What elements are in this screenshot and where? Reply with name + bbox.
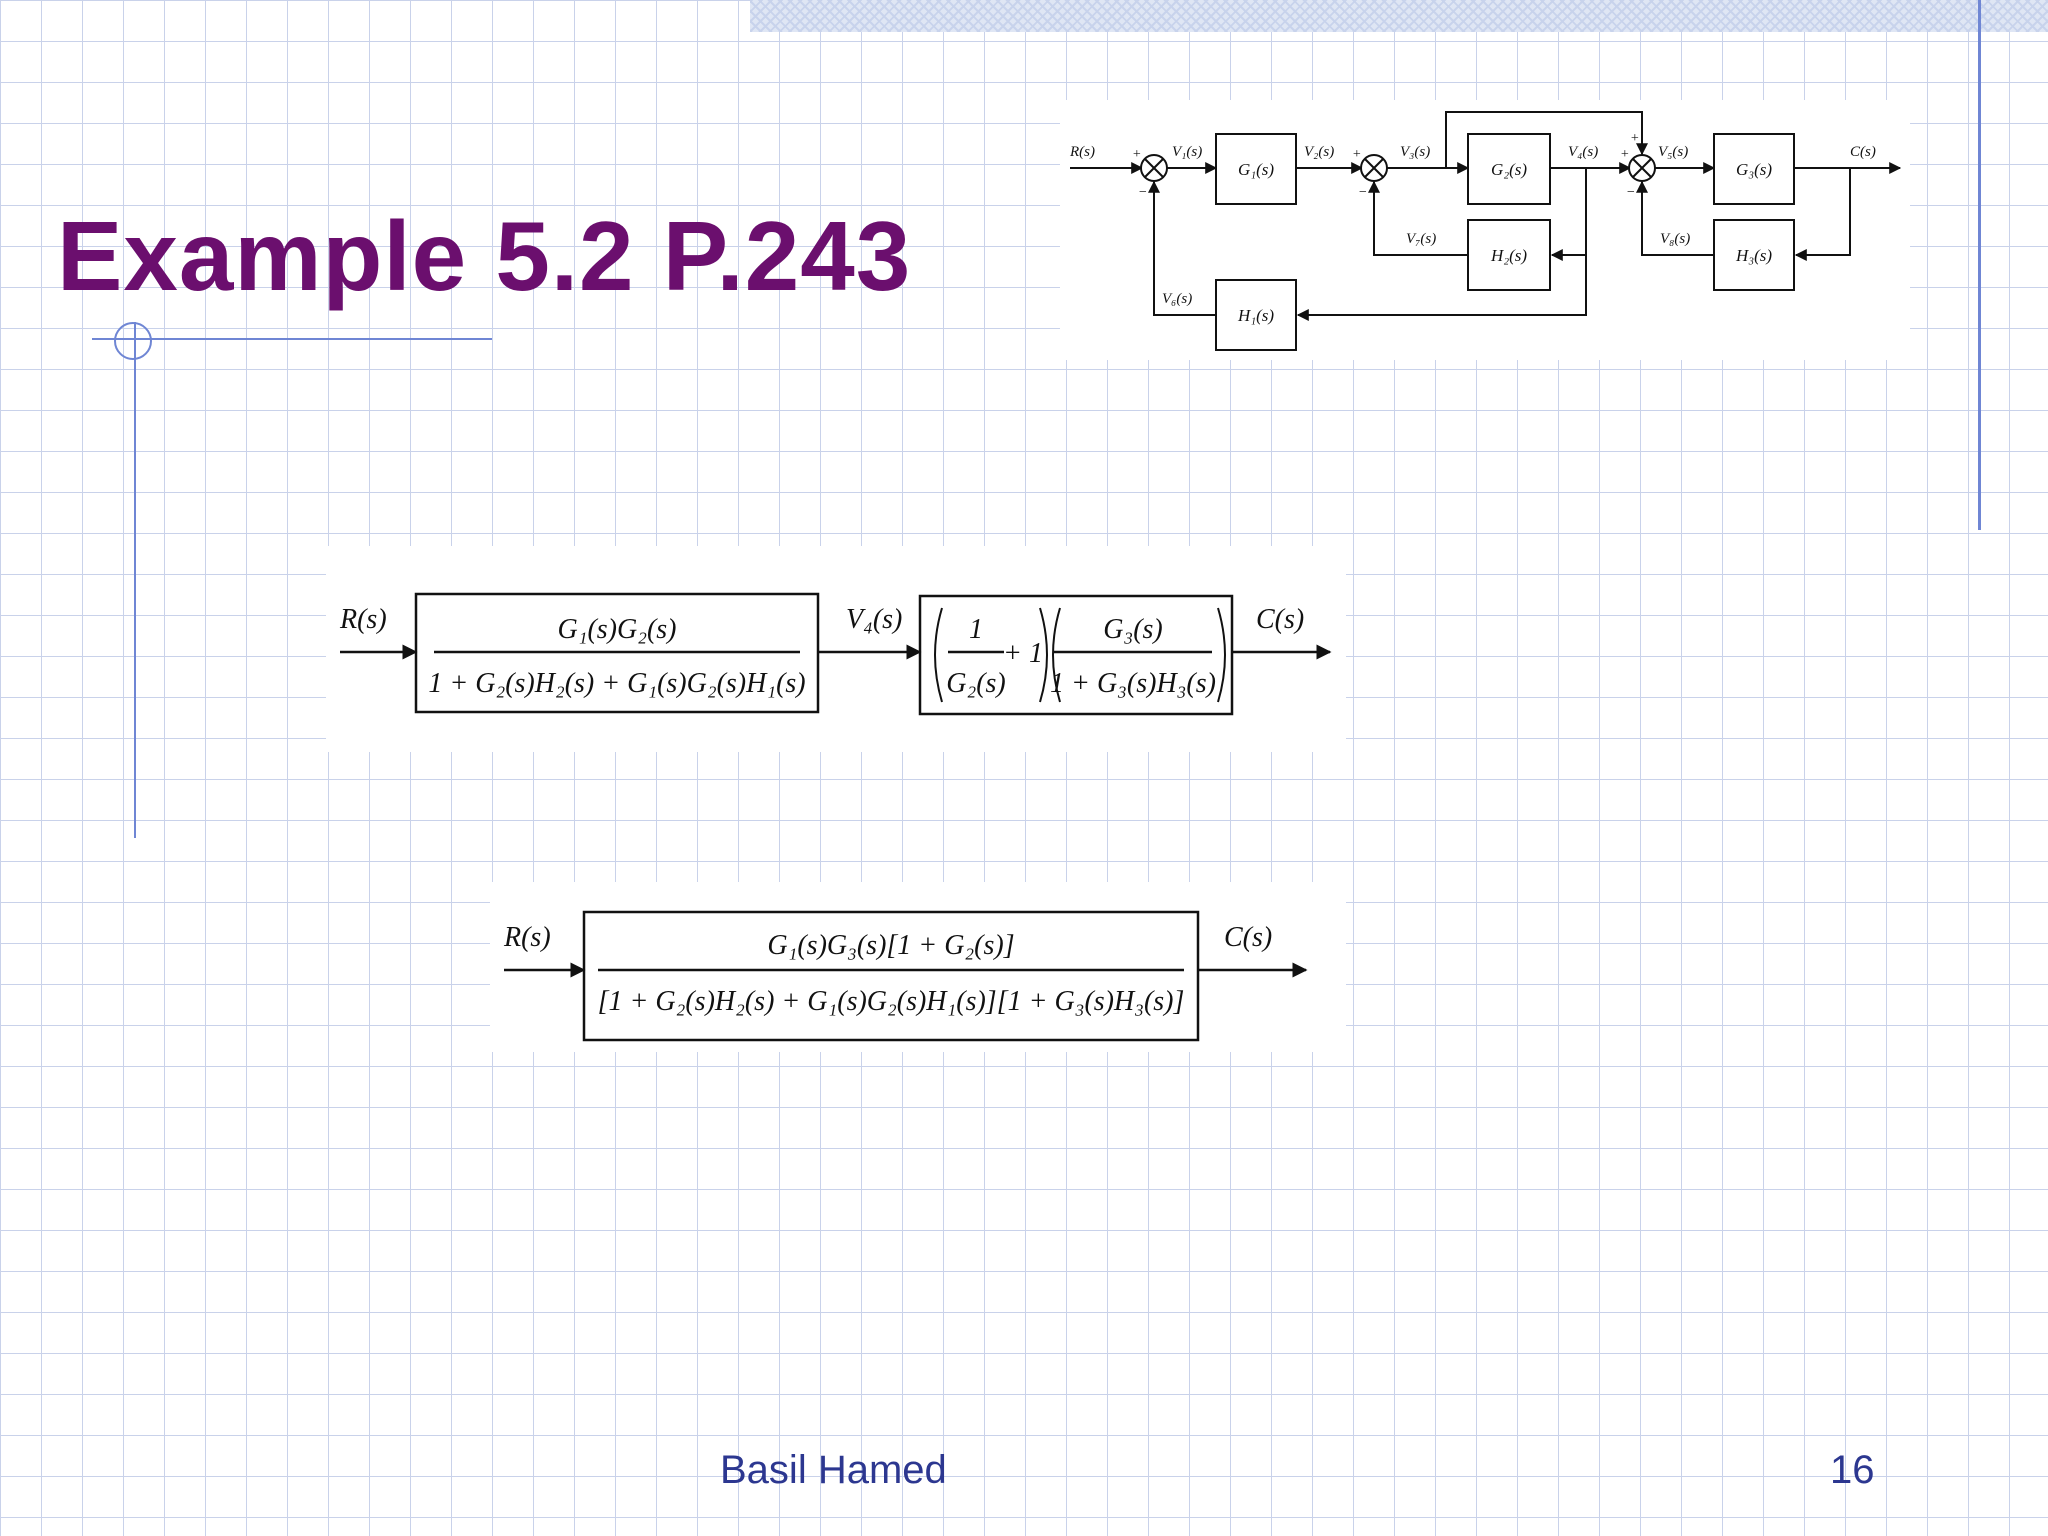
block-diagram-original-svg: G₁(s) G₂(s) G₃(s) H₂(s) H₃(s) H₁(s) R(s)… [1069, 111, 1902, 351]
sign-plus-3: + [1620, 147, 1629, 162]
label-v3: V₃(s) [1400, 144, 1430, 160]
sign-plus-2: + [1352, 147, 1361, 162]
block-g2 [1467, 133, 1551, 205]
sign-minus-1: − [1138, 185, 1147, 200]
reduced-middle-label: V₄(s) [846, 604, 902, 635]
final-input-label: R(s) [503, 922, 551, 953]
block-reduced-1 [414, 592, 820, 714]
footer-page-number: 16 [1830, 1448, 1875, 1492]
reduced-block2-plus-one: + 1 [1003, 638, 1043, 669]
block-reduced-2 [918, 594, 1234, 716]
reduced-block2-term-b-numerator: G₃(s) [1103, 614, 1163, 645]
label-g2: G₂(s) [1491, 160, 1527, 179]
block-g3 [1713, 133, 1795, 205]
block-h2 [1467, 219, 1551, 291]
label-h1: H₁(s) [1237, 306, 1274, 325]
label-g3: G₃(s) [1736, 160, 1772, 179]
reduced-block1-numerator: G₁(s)G₂(s) [558, 614, 677, 645]
block-g1 [1215, 133, 1297, 205]
footer-author: Basil Hamed [720, 1448, 947, 1492]
right-vertical-rule [1978, 0, 1981, 530]
label-v8: V₈(s) [1660, 231, 1690, 247]
label-v7: V₇(s) [1406, 231, 1436, 247]
block-diagram-final-svg: R(s) C(s) G₁(s)G₃(s)[1 + G₂(s)] [1 + G₂(… [503, 910, 1308, 1042]
label-v2: V₂(s) [1304, 144, 1334, 160]
title-underline [92, 338, 492, 340]
block-diagram-original: G₁(s) G₂(s) G₃(s) H₂(s) H₃(s) H₁(s) R(s)… [1060, 100, 1910, 360]
label-h3: H₃(s) [1735, 246, 1772, 265]
reduced-output-label: C(s) [1256, 604, 1304, 635]
top-decorative-band [750, 0, 2048, 32]
final-numerator: G₁(s)G₃(s)[1 + G₂(s)] [767, 930, 1014, 961]
block-final [582, 910, 1200, 1042]
reduced-block2-parentheses [934, 607, 1226, 703]
block-h1 [1215, 279, 1297, 351]
block-h3 [1713, 219, 1795, 291]
final-denominator: [1 + G₂(s)H₂(s) + G₁(s)G₂(s)H₁(s)][1 + G… [598, 986, 1185, 1017]
label-v1: V₁(s) [1172, 144, 1202, 160]
reduced-input-label: R(s) [339, 604, 387, 635]
label-output: C(s) [1850, 144, 1876, 160]
reduced-block2-term-a-numerator: 1 [969, 614, 983, 645]
sign-plus-4: + [1630, 131, 1639, 146]
left-vertical-rule [134, 322, 136, 838]
circle-ornament-icon [114, 322, 152, 360]
sign-minus-3: − [1626, 185, 1635, 200]
sign-plus-1: + [1132, 147, 1141, 162]
label-h2: H₂(s) [1490, 246, 1527, 265]
label-g1: G₁(s) [1238, 160, 1274, 179]
reduced-block2-term-a-denominator: G₂(s) [946, 668, 1006, 699]
block-diagram-reduced-svg: R(s) V₄(s) C(s) G₁(s)G₂(s) 1 + G₂(s)H₂(s… [339, 592, 1332, 716]
sign-minus-2: − [1358, 185, 1367, 200]
label-v5: V₅(s) [1658, 144, 1688, 160]
final-output-label: C(s) [1224, 922, 1272, 953]
reduced-block2-term-b-denominator: 1 + G₃(s)H₃(s) [1050, 668, 1216, 699]
block-diagram-reduced: R(s) V₄(s) C(s) G₁(s)G₂(s) 1 + G₂(s)H₂(s… [326, 546, 1346, 752]
slide-title: Example 5.2 P.243 [57, 201, 912, 311]
reduced-block1-denominator: 1 + G₂(s)H₂(s) + G₁(s)G₂(s)H₁(s) [428, 668, 805, 699]
label-input: R(s) [1069, 144, 1095, 160]
label-v4: V₄(s) [1568, 144, 1598, 160]
block-diagram-final: R(s) C(s) G₁(s)G₃(s)[1 + G₂(s)] [1 + G₂(… [490, 882, 1346, 1052]
label-v6: V₆(s) [1162, 291, 1192, 307]
